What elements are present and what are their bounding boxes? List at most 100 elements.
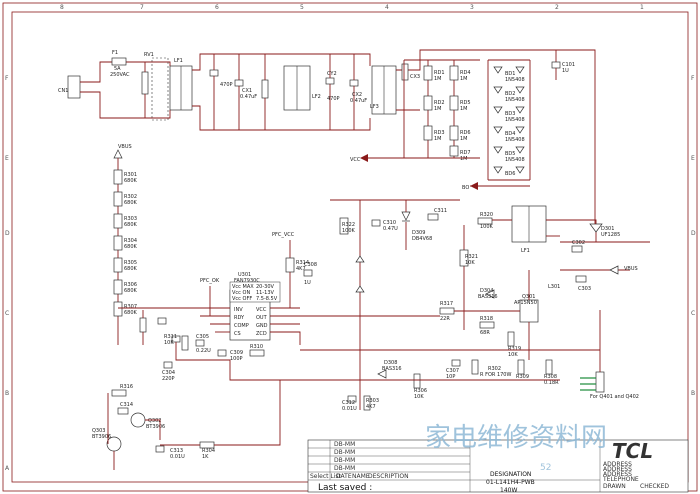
svg-text:R304: R304 bbox=[202, 448, 215, 454]
svg-text:NAME: NAME bbox=[352, 473, 370, 480]
bridge-diode bbox=[493, 166, 503, 174]
svg-text:1M: 1M bbox=[460, 106, 468, 112]
svg-text:L301: L301 bbox=[548, 284, 560, 290]
divider-resistor bbox=[113, 235, 123, 251]
q302 bbox=[130, 412, 146, 428]
brownout-transistor-circuit: R316 C314 Q302 BT3906 Q303 BT3906 C313 0… bbox=[92, 380, 281, 470]
vcc-net: VCC bbox=[350, 154, 404, 163]
svg-text:Vcc MAX: Vcc MAX bbox=[232, 284, 254, 290]
svg-text:1N5408: 1N5408 bbox=[505, 77, 525, 83]
bridge-diode bbox=[493, 106, 503, 114]
svg-text:R322: R322 bbox=[342, 222, 355, 228]
f1-rating: 5A bbox=[114, 66, 121, 72]
grid-col: 3 bbox=[470, 4, 474, 11]
divider-resistor-value: 680K bbox=[124, 244, 138, 250]
grid-row-labels: F E D C B A F E D C B bbox=[5, 75, 696, 472]
svg-text:C101: C101 bbox=[562, 62, 575, 68]
grid-row: D bbox=[691, 230, 696, 237]
watermark: 家电维修资料网 52 bbox=[425, 423, 607, 473]
divider-resistor-value: 680K bbox=[124, 288, 138, 294]
svg-text:Q302: Q302 bbox=[148, 418, 161, 424]
svg-text:1M: 1M bbox=[434, 106, 442, 112]
cx3-label: CX3 bbox=[410, 74, 420, 80]
svg-text:RD3: RD3 bbox=[434, 130, 445, 136]
bridge-diode bbox=[515, 126, 525, 134]
divider-resistor-value: 680K bbox=[124, 310, 138, 316]
svg-text:R319: R319 bbox=[508, 346, 521, 352]
svg-text:1U: 1U bbox=[562, 68, 569, 74]
bo-net: BO bbox=[462, 182, 530, 191]
svg-text:C304: C304 bbox=[162, 370, 175, 376]
svg-text:AP15N50: AP15N50 bbox=[514, 300, 537, 306]
svg-text:RD6: RD6 bbox=[460, 130, 471, 136]
svg-text:Q303: Q303 bbox=[92, 428, 105, 434]
svg-text:DESIGNATION: DESIGNATION bbox=[490, 471, 531, 478]
svg-text:1N5408: 1N5408 bbox=[505, 157, 525, 163]
svg-text:RD5: RD5 bbox=[460, 100, 471, 106]
svg-text:1K: 1K bbox=[202, 454, 209, 460]
svg-text:C305: C305 bbox=[196, 334, 209, 340]
svg-text:R302: R302 bbox=[488, 366, 501, 372]
svg-text:C302: C302 bbox=[572, 240, 585, 246]
svg-text:0.18R: 0.18R bbox=[544, 380, 559, 386]
svg-text:22R: 22R bbox=[440, 316, 450, 322]
svg-text:For Q401 and Q402: For Q401 and Q402 bbox=[590, 394, 639, 400]
svg-text:10K: 10K bbox=[508, 352, 518, 358]
cy2-val: 470P bbox=[327, 96, 340, 102]
grid-col: 1 bbox=[640, 4, 644, 11]
cn1-connector bbox=[67, 75, 81, 99]
divider-resistor-label: R304 bbox=[124, 238, 137, 244]
f1-value: 250VAC bbox=[110, 72, 130, 78]
svg-text:1M: 1M bbox=[460, 156, 468, 162]
svg-text:470P: 470P bbox=[220, 82, 233, 88]
svg-text:220P: 220P bbox=[162, 376, 175, 382]
svg-text:LF1: LF1 bbox=[521, 248, 530, 254]
svg-text:R316: R316 bbox=[120, 384, 133, 390]
svg-text:52: 52 bbox=[540, 463, 551, 473]
grid-col: 6 bbox=[215, 4, 219, 11]
bridge-diode bbox=[493, 86, 503, 94]
cx1-val: 0.47uF bbox=[240, 94, 257, 100]
svg-text:R314: R314 bbox=[296, 260, 309, 266]
svg-text:C311: C311 bbox=[434, 208, 447, 214]
svg-text:CS: CS bbox=[234, 331, 241, 337]
grid-row: E bbox=[691, 155, 695, 162]
cx1-label: CX1 bbox=[242, 88, 252, 94]
svg-text:Vcc ON: Vcc ON bbox=[232, 290, 250, 296]
divider-resistor bbox=[113, 279, 123, 295]
grid-row: B bbox=[5, 390, 9, 397]
bo-label: BO bbox=[462, 185, 469, 191]
bridge-diode bbox=[493, 66, 503, 74]
svg-text:BT3906: BT3906 bbox=[146, 424, 165, 430]
bleeder-resistor-stack: RD1 1M RD2 1M RD3 1M RD4 1M RD5 1M RD6 1… bbox=[403, 59, 480, 162]
svg-text:家电维修资料网: 家电维修资料网 bbox=[425, 423, 607, 453]
divider-resistor-label: R303 bbox=[124, 216, 137, 222]
svg-text:ADDRESS: ADDRESS bbox=[603, 461, 632, 468]
divider-resistor-label: R307 bbox=[124, 304, 137, 310]
bridge-diode bbox=[493, 146, 503, 154]
r314 bbox=[285, 257, 295, 273]
divider-resistor-label: R306 bbox=[124, 282, 137, 288]
cap-cx1 bbox=[234, 79, 244, 87]
svg-text:1N5408: 1N5408 bbox=[505, 137, 525, 143]
svg-text:1M: 1M bbox=[460, 76, 468, 82]
svg-text:Vcc OFF: Vcc OFF bbox=[232, 296, 252, 302]
lf3-label: LF3 bbox=[370, 104, 379, 110]
svg-text:R311: R311 bbox=[164, 334, 177, 340]
svg-text:GND: GND bbox=[256, 323, 268, 329]
svg-text:C309: C309 bbox=[230, 350, 243, 356]
svg-text:DESCRIPTION: DESCRIPTION bbox=[368, 473, 409, 480]
svg-text:1M: 1M bbox=[434, 76, 442, 82]
divider-resistor bbox=[113, 213, 123, 229]
bridge-diode bbox=[515, 146, 525, 154]
f1-label: F1 bbox=[112, 50, 118, 56]
svg-text:R321: R321 bbox=[465, 254, 478, 260]
svg-text:C313: C313 bbox=[170, 448, 183, 454]
svg-text:4K7: 4K7 bbox=[366, 404, 376, 410]
grid-col: 7 bbox=[140, 4, 144, 11]
svg-text:D308: D308 bbox=[384, 360, 397, 366]
svg-text:R308: R308 bbox=[544, 374, 557, 380]
bridge-diode bbox=[515, 66, 525, 74]
cy2-label: CY2 bbox=[327, 71, 337, 77]
